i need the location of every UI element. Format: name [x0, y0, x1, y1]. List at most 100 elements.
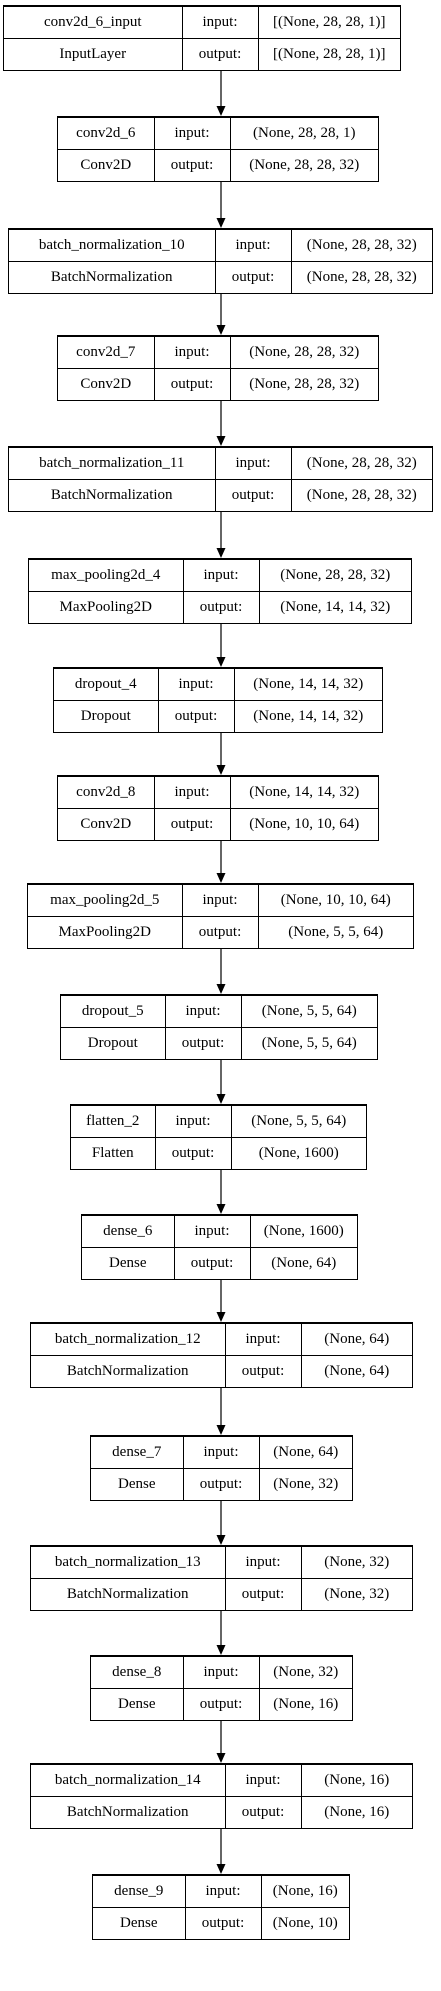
output-label: output:: [182, 1688, 260, 1720]
input-shape: (None, 64): [258, 1435, 352, 1470]
layer-type: Dense: [91, 1688, 184, 1720]
input-shape: (None, 5, 5, 64): [230, 1104, 366, 1139]
layer-name: batch_normalization_13: [31, 1545, 226, 1580]
input-label: input:: [182, 558, 260, 593]
layer-name: conv2d_6_input: [4, 5, 183, 40]
output-shape: (None, 16): [300, 1796, 412, 1828]
input-label: input:: [214, 446, 292, 481]
layer-type: Dropout: [54, 700, 159, 732]
output-label: output:: [224, 1355, 302, 1387]
input-shape: [(None, 28, 28, 1)]: [257, 5, 400, 40]
input-shape: (None, 10, 10, 64): [257, 883, 413, 918]
layer-name: dense_7: [91, 1435, 184, 1470]
output-shape: (None, 1600): [230, 1137, 366, 1169]
input-label: input:: [157, 667, 235, 702]
input-shape: (None, 28, 28, 32): [290, 228, 432, 263]
input-label: input:: [182, 1435, 260, 1470]
arrow-head-icon: [216, 1094, 226, 1104]
layer-type: Conv2D: [58, 149, 155, 181]
output-label: output:: [173, 1247, 251, 1279]
output-label: output:: [184, 1907, 262, 1939]
output-shape: (None, 32): [258, 1468, 352, 1500]
layer-type: Dense: [82, 1247, 175, 1279]
output-shape: (None, 14, 14, 32): [258, 591, 411, 623]
output-label: output:: [181, 916, 259, 948]
output-shape: (None, 10): [260, 1907, 349, 1939]
layer-name: batch_normalization_11: [9, 446, 216, 481]
output-label: output:: [214, 479, 292, 511]
output-shape: (None, 32): [300, 1578, 412, 1610]
layer-type: Dense: [93, 1907, 186, 1939]
output-label: output:: [182, 1468, 260, 1500]
layer-name: conv2d_7: [58, 335, 155, 370]
input-label: input:: [154, 1104, 232, 1139]
arrow-head-icon: [216, 1864, 226, 1874]
input-label: input:: [153, 775, 231, 810]
input-shape: (None, 32): [300, 1545, 412, 1580]
input-shape: (None, 28, 28, 32): [290, 446, 432, 481]
output-label: output:: [224, 1796, 302, 1828]
output-shape: (None, 5, 5, 64): [240, 1027, 377, 1059]
layer-type: InputLayer: [4, 38, 183, 70]
output-shape: (None, 28, 28, 32): [229, 149, 378, 181]
layer-type: BatchNormalization: [31, 1796, 226, 1828]
arrow-head-icon: [216, 106, 226, 116]
input-shape: (None, 16): [300, 1763, 412, 1798]
input-label: input:: [153, 116, 231, 151]
arrow-head-icon: [216, 873, 226, 883]
output-shape: (None, 14, 14, 32): [233, 700, 382, 732]
layer-name: conv2d_6: [58, 116, 155, 151]
input-label: input:: [181, 883, 259, 918]
layer-type: Dense: [91, 1468, 184, 1500]
arrow-head-icon: [216, 984, 226, 994]
output-label: output:: [157, 700, 235, 732]
output-label: output:: [224, 1578, 302, 1610]
layer-name: max_pooling2d_5: [28, 883, 183, 918]
layer-type: BatchNormalization: [9, 261, 216, 293]
layer-name: dense_9: [93, 1874, 186, 1909]
layer-name: dense_6: [82, 1214, 175, 1249]
arrow-head-icon: [216, 325, 226, 335]
input-label: input:: [182, 1655, 260, 1690]
input-shape: (None, 32): [258, 1655, 352, 1690]
layer-name: batch_normalization_12: [31, 1322, 226, 1357]
input-label: input:: [224, 1763, 302, 1798]
layer-name: batch_normalization_14: [31, 1763, 226, 1798]
output-shape: (None, 28, 28, 32): [290, 261, 432, 293]
layer-type: BatchNormalization: [31, 1578, 226, 1610]
input-label: input:: [164, 994, 242, 1029]
arrow-head-icon: [216, 1425, 226, 1435]
output-label: output:: [182, 591, 260, 623]
layer-name: dropout_4: [54, 667, 159, 702]
arrow-head-icon: [216, 218, 226, 228]
output-shape: (None, 10, 10, 64): [229, 808, 378, 840]
output-shape: [(None, 28, 28, 1)]: [257, 38, 400, 70]
layer-type: Conv2D: [58, 368, 155, 400]
output-label: output:: [153, 808, 231, 840]
layer-type: BatchNormalization: [31, 1355, 226, 1387]
input-label: input:: [153, 335, 231, 370]
input-label: input:: [224, 1545, 302, 1580]
arrow-head-icon: [216, 436, 226, 446]
input-shape: (None, 14, 14, 32): [229, 775, 378, 810]
